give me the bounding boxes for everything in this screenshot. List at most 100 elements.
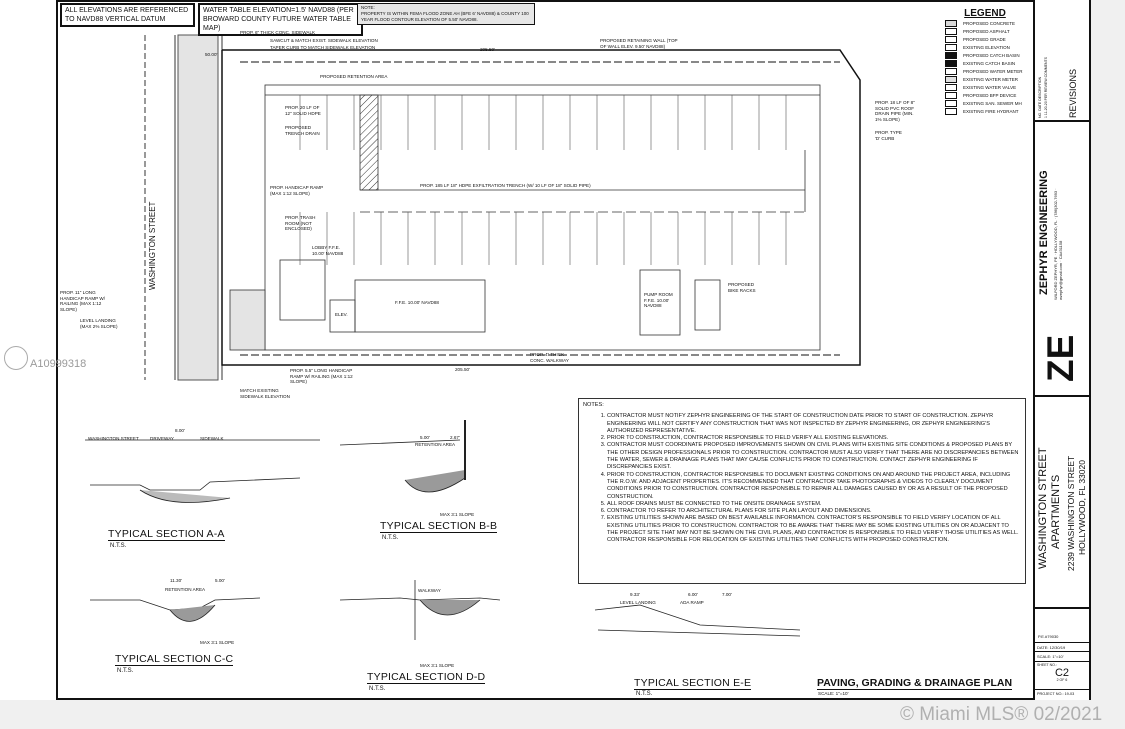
- section-label: SIDEWALK: [200, 436, 224, 441]
- parking-area: [229, 84, 821, 351]
- plan-scale: SCALE: 1"=10': [818, 691, 849, 696]
- legend-label: EXISTING WATER VALVE: [963, 85, 1017, 90]
- sheet-of: 2 OF 6: [1056, 678, 1068, 682]
- section-scale: N.T.S.: [110, 543, 127, 549]
- plan-label: SAWCUT & MATCH EXIST. SIDEWALK ELEVATION: [270, 38, 378, 43]
- section-scale: N.T.S.: [369, 686, 386, 692]
- legend-symbol-icon: [945, 100, 957, 108]
- legend-symbol-icon: [945, 44, 957, 52]
- section-label: 5.00': [420, 435, 430, 440]
- plan-label: TAPER CURB TO MATCH SIDEWALK ELEVATION: [270, 45, 376, 50]
- section-scale: N.T.S.: [117, 668, 134, 674]
- plan-label: PROP. 6" THICK CONC. SIDEWALK: [240, 30, 316, 35]
- legend-label: PROPOSED GRADE: [963, 37, 1006, 42]
- water-table-note: WATER TABLE ELEVATION=1.5' NAVD88 (PER B…: [198, 3, 363, 36]
- section-title-d-d: TYPICAL SECTION D-D: [367, 671, 486, 684]
- section-label: 6.00': [688, 592, 698, 597]
- legend-symbol-icon: [945, 84, 957, 92]
- legend-label: EXISTING FIRE HYDRANT: [963, 109, 1019, 114]
- legend-item: PROPOSED WATER METER: [945, 68, 1025, 76]
- revisions-block: REVISIONS NO. DATE DESCRIPTION 1 11-20-2…: [1035, 0, 1089, 122]
- firm-logo: ZE: [1040, 334, 1081, 382]
- legend-symbol-icon: [945, 60, 957, 68]
- notes-title: NOTES:: [583, 402, 604, 408]
- plan-label: PROPOSED BIKE RACKS: [728, 282, 756, 293]
- legend-item: EXISTING ELEVATION: [945, 44, 1025, 52]
- project-address-2: HOLLYWOOD, FL 33020: [1077, 460, 1087, 555]
- note-item: CONTRACTOR TO REFER TO ARCHITECTURAL PLA…: [607, 508, 1021, 515]
- section-title-e-e: TYPICAL SECTION E-E: [634, 677, 752, 690]
- plan-label: PROP. 11" LONG HANDICAP RAMP W/ RAILING …: [60, 290, 106, 312]
- firm-name: ZEPHYR ENGINEERING: [1038, 170, 1050, 295]
- sheet-block: SHEET NO.: C2 2 OF 6: [1035, 661, 1089, 689]
- project-number: PROJECT NO.: 19-03: [1035, 689, 1089, 698]
- legend-item: EXISTING WATER VALVE: [945, 84, 1025, 92]
- firm-block: ZE ZEPHYR ENGINEERING WILFORD ZEPHYR, PE…: [1035, 120, 1089, 397]
- plan-label: PROP. 20 LF OF 12" SOLID HDPE: [285, 105, 321, 116]
- section-label: RETENTION AREA: [415, 442, 456, 447]
- datum-note: ALL ELEVATIONS ARE REFERENCED TO NAVD88 …: [60, 3, 195, 27]
- scale: SCALE: 1"=10': [1035, 651, 1089, 661]
- legend-symbol-icon: [945, 20, 957, 28]
- section-label: 11.30': [170, 578, 183, 583]
- section-label: DRIVEWAY: [150, 436, 174, 441]
- plan-label: LOBBY F.F.E. 10.00' NAVD88: [312, 245, 344, 256]
- legend-label: EXISTING CATCH BASIN: [963, 61, 1016, 66]
- section-scale: N.T.S.: [636, 691, 653, 697]
- section-scale: N.T.S.: [382, 535, 399, 541]
- legend-item: PROPOSED CATCH BASIN: [945, 52, 1025, 60]
- plan-label: PROPOSED TRENCH DRAIN: [285, 125, 320, 136]
- legend-label: PROPOSED CATCH BASIN: [963, 53, 1020, 58]
- section-label: RETENTION AREA: [165, 587, 206, 592]
- plan-label: PUMP ROOM F.F.E. 10.00' NAVD88: [644, 292, 673, 308]
- plan-label: PROP. HANDICAP RAMP (MAX 1:12 SLOPE): [270, 185, 324, 196]
- legend-title: LEGEND: [964, 8, 1006, 19]
- section-details: [85, 420, 801, 640]
- section-label: 9.33': [630, 592, 640, 597]
- legend-item: PROPOSED BFP DEVICE: [945, 92, 1025, 100]
- plan-label: PROP. 18 LF OF 8" SOLID PVC ROOF DRAIN P…: [875, 100, 915, 122]
- section-label: 2.67': [450, 435, 460, 440]
- legend-symbol-icon: [945, 52, 957, 60]
- general-notes: NOTES: CONTRACTOR MUST NOTIFY ZEPHYR ENG…: [578, 398, 1026, 584]
- note-item: PRIOR TO CONSTRUCTION, CONTRACTOR RESPON…: [607, 472, 1021, 501]
- legend-label: PROPOSED CONCRETE: [963, 21, 1016, 26]
- section-title-b-b: TYPICAL SECTION B-B: [380, 520, 498, 533]
- legend-label: PROPOSED BFP DEVICE: [963, 93, 1017, 98]
- project-address-1: 2239 WASHINGTON STREET: [1066, 455, 1076, 571]
- project-block: WASHINGTON STREET APARTMENTS 2239 WASHIN…: [1035, 397, 1089, 609]
- section-label: 5.00': [215, 578, 225, 583]
- legend-item: PROPOSED GRADE: [945, 36, 1025, 44]
- project-name-2: APARTMENTS: [1050, 474, 1062, 549]
- title-block: REVISIONS NO. DATE DESCRIPTION 1 11-20-2…: [1033, 0, 1091, 700]
- section-label: MAX 3:1 SLOPE: [420, 663, 455, 668]
- plan-label: ELEV.: [335, 312, 348, 317]
- note-item: CONTRACTOR MUST NOTIFY ZEPHYR ENGINEERIN…: [607, 413, 1021, 435]
- plan-title: PAVING, GRADING & DRAINAGE PLAN: [817, 677, 1013, 690]
- legend-item: PROPOSED CONCRETE: [945, 20, 1025, 28]
- section-label: WASHINGTON STREET: [88, 436, 139, 441]
- legend-item: EXISTING SAN. SEWER MH: [945, 100, 1025, 108]
- legend-item: EXISTING FIRE HYDRANT: [945, 108, 1025, 116]
- section-label: 8.00': [175, 428, 185, 433]
- note-item: CONTRACTOR MUST COORDINATE PROPOSED IMPR…: [607, 442, 1021, 471]
- note-item: EXISTING UTILITIES SHOWN ARE BASED ON BE…: [607, 515, 1021, 544]
- legend-symbol-icon: [945, 92, 957, 100]
- copyright-watermark: © Miami MLS® 02/2021: [900, 704, 1103, 725]
- page-margin-bottom: [0, 700, 1125, 729]
- section-label: WALKWAY: [418, 588, 441, 593]
- legend-symbol-icon: [945, 36, 957, 44]
- plan-label: PROP. 5.5" LONG HANDICAP RAMP W/ RAILING…: [290, 368, 353, 384]
- plan-label: MATCH EXISTING SIDEWALK ELEVATION: [240, 388, 290, 399]
- legend-label: EXISTING WATER METER: [963, 77, 1019, 82]
- flood-note-body: PROPERTY IS WITHIN FEMA FLOOD ZONE AH (B…: [361, 11, 529, 22]
- note-item: PRIOR TO CONSTRUCTION, CONTRACTOR RESPON…: [607, 435, 1021, 442]
- section-label: LEVEL LANDING: [620, 600, 656, 605]
- date: DATE: 12/30/19: [1035, 642, 1089, 652]
- plan-label: F.F.E. 10.00' NAVD88: [395, 300, 439, 305]
- flood-note-title: NOTE:: [361, 5, 375, 10]
- section-title-a-a: TYPICAL SECTION A-A: [108, 528, 225, 541]
- plan-label: PROP. 4" THICK CONC. WALKWAY: [530, 352, 569, 363]
- section-label: 7.00': [722, 592, 732, 597]
